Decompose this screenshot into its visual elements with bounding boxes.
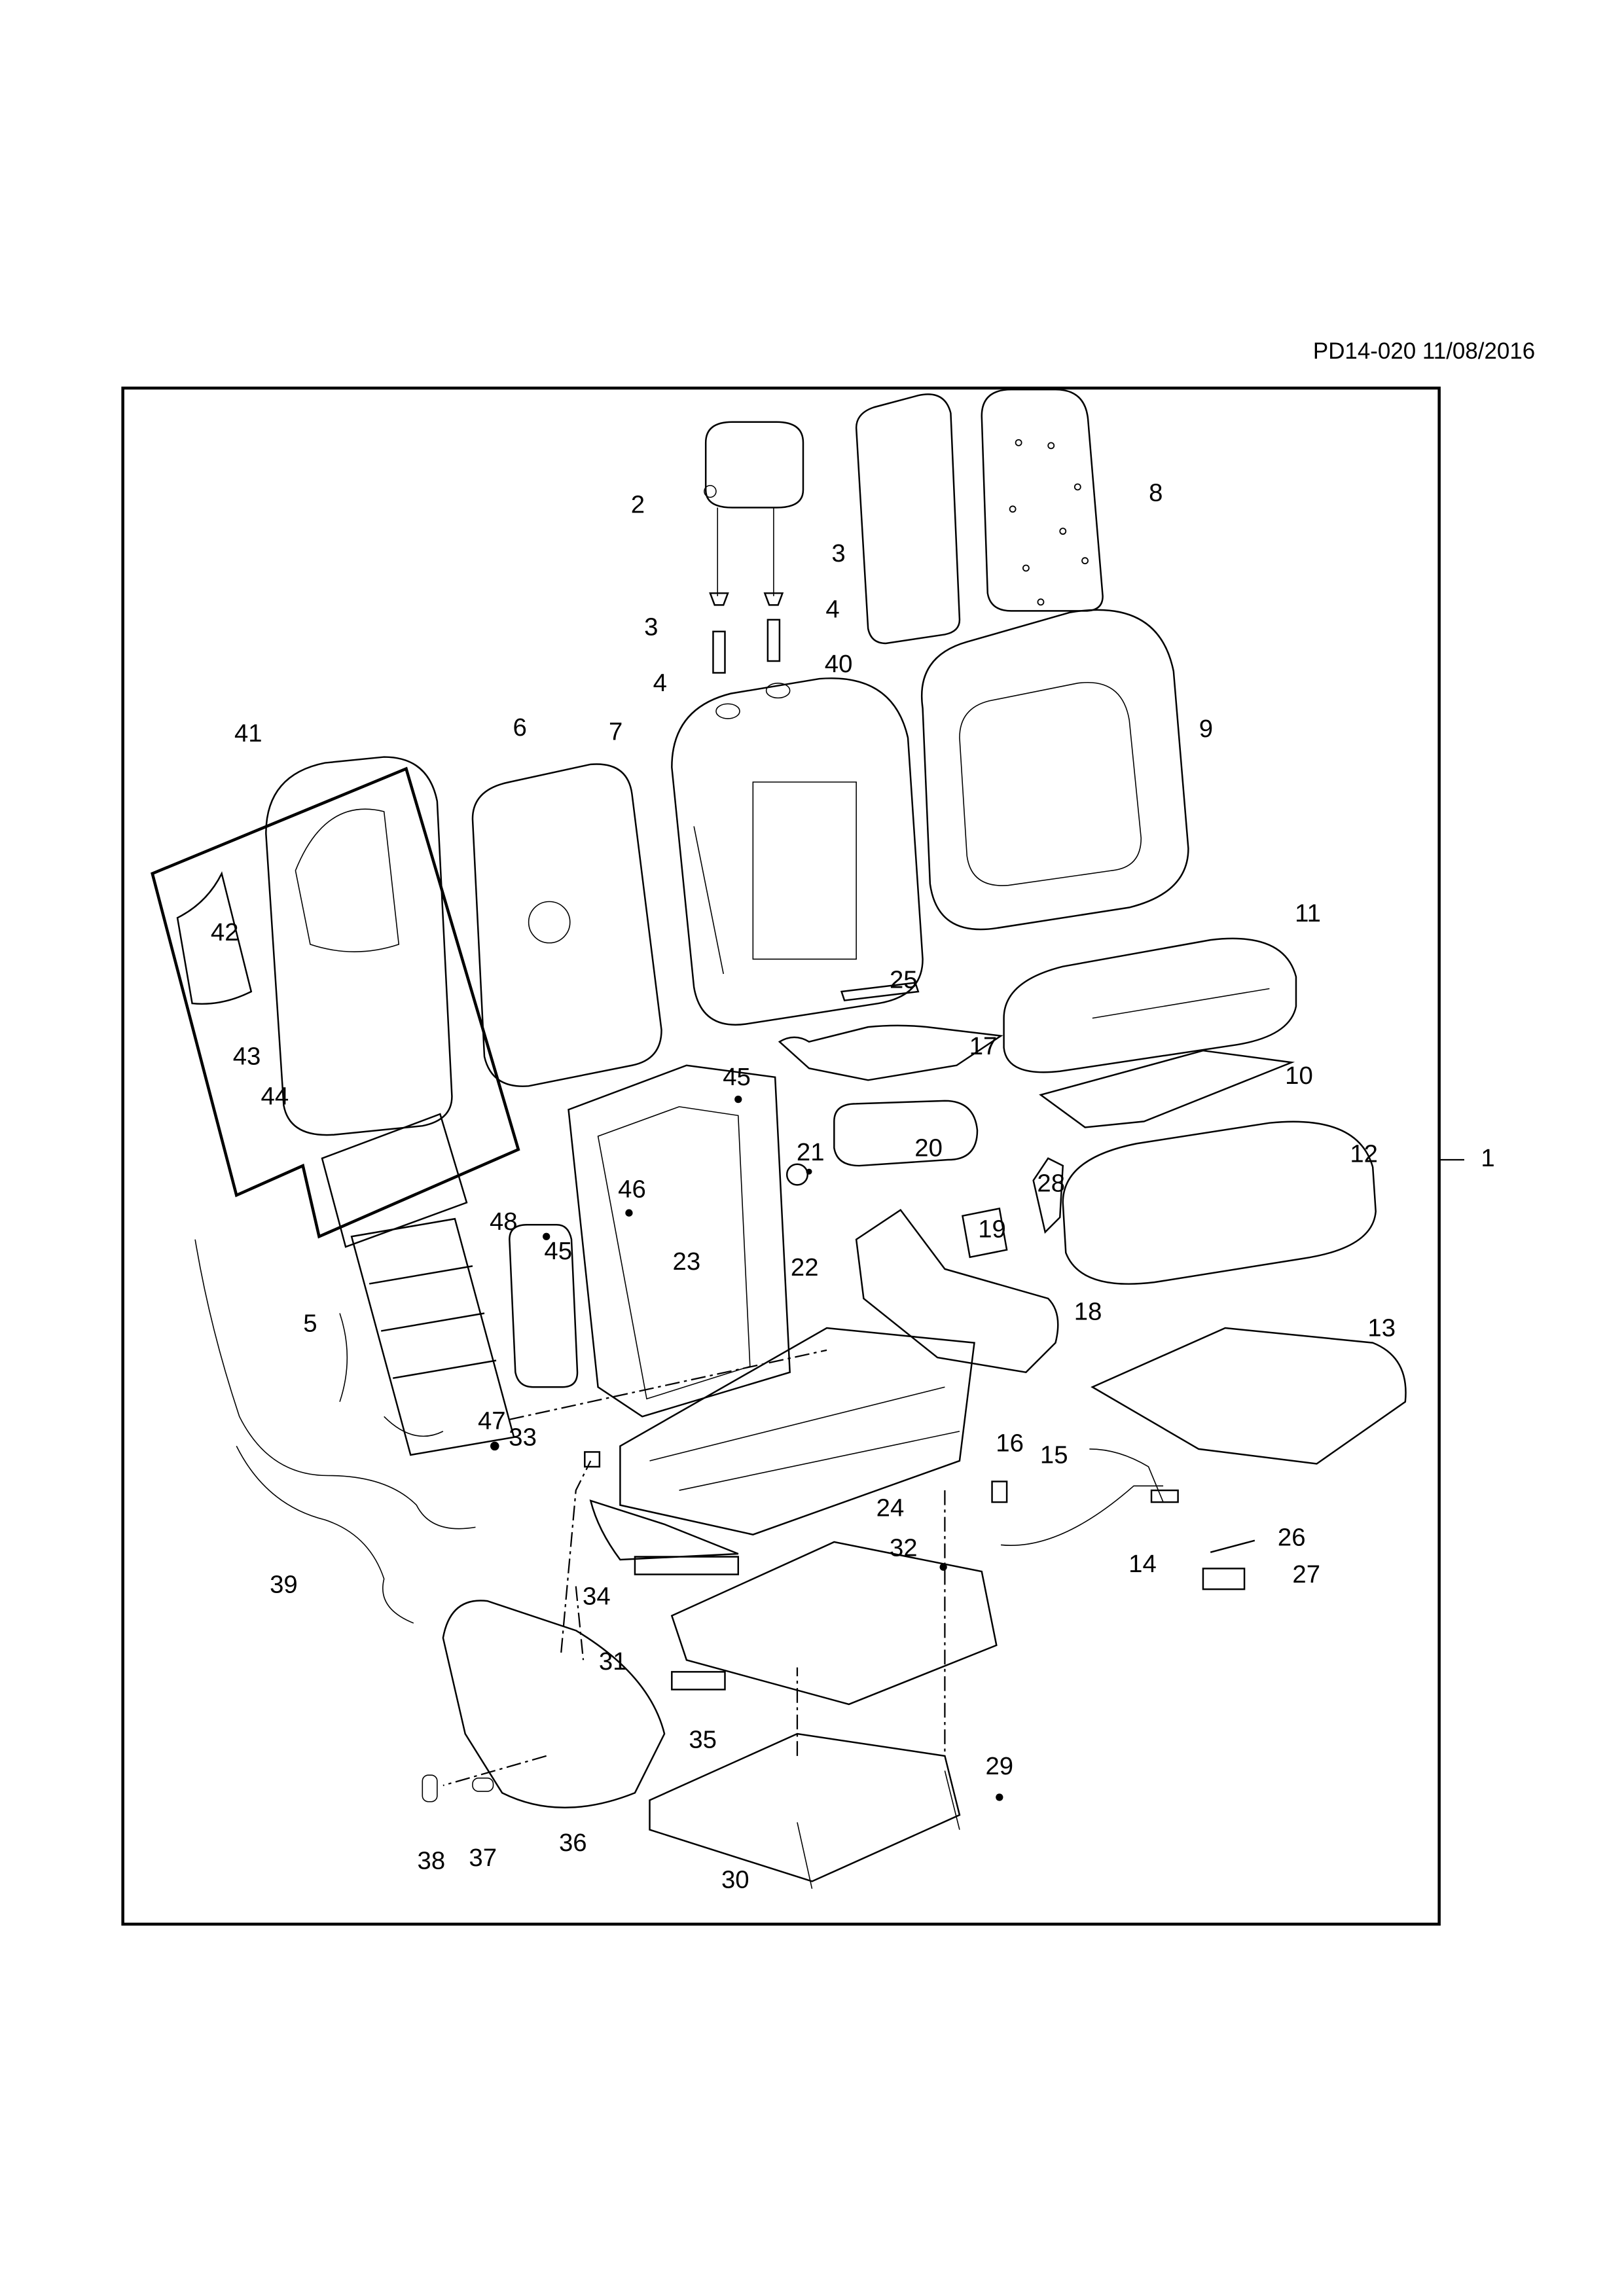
callout-38: 38 [418, 1846, 446, 1874]
callout-11: 11 [1295, 899, 1321, 927]
callout-2: 2 [631, 490, 645, 518]
callout-45: 45 [544, 1237, 572, 1265]
back-pad [981, 388, 1104, 612]
subassembly-box-41 [151, 766, 520, 1239]
callout-18: 18 [1074, 1298, 1102, 1326]
seat-frame [619, 1327, 975, 1535]
callout-21: 21 [797, 1138, 825, 1166]
callout-37: 37 [469, 1844, 497, 1872]
callout-35: 35 [689, 1725, 717, 1753]
callout-46: 46 [618, 1175, 646, 1204]
callout-43: 43 [233, 1043, 261, 1071]
callout-1: 1 [1481, 1144, 1494, 1172]
callout-23: 23 [673, 1247, 701, 1276]
callout-10: 10 [1285, 1062, 1313, 1090]
callout-47: 47 [478, 1407, 506, 1435]
outer-trim [442, 1600, 666, 1808]
callout-34: 34 [583, 1583, 611, 1611]
heater-mat [778, 1024, 1003, 1081]
lumbar-mat [350, 1217, 515, 1456]
callout-22: 22 [791, 1253, 819, 1282]
callout-12: 12 [1350, 1139, 1378, 1168]
callout-31: 31 [599, 1647, 627, 1676]
seat-track [649, 1732, 961, 1882]
callout-24: 24 [876, 1494, 905, 1522]
back-foam [671, 677, 924, 1026]
callout-4: 4 [825, 595, 839, 623]
callout-25: 25 [890, 965, 918, 994]
callout-39: 39 [270, 1571, 298, 1599]
callout-42: 42 [211, 918, 239, 946]
callout-20: 20 [914, 1134, 943, 1162]
callout-13: 13 [1367, 1314, 1396, 1342]
cushion-foam [1062, 1121, 1377, 1285]
callout-48: 48 [490, 1208, 518, 1236]
callout-40: 40 [825, 650, 853, 678]
callout-19: 19 [978, 1215, 1006, 1243]
callout-45: 45 [723, 1063, 751, 1091]
parts-artwork [176, 388, 1407, 1889]
callout-14: 14 [1128, 1550, 1157, 1578]
callout-15: 15 [1040, 1441, 1068, 1469]
callout-27: 27 [1292, 1560, 1320, 1588]
callout-29: 29 [986, 1752, 1014, 1780]
drawing-id: PD14-020 11/08/2016 [1313, 338, 1535, 364]
callout-17: 17 [969, 1032, 998, 1060]
back-frame [568, 1064, 791, 1418]
callout-33: 33 [509, 1423, 537, 1451]
callout-26: 26 [1278, 1524, 1306, 1552]
callout-36: 36 [559, 1829, 587, 1857]
callout-41: 41 [234, 719, 262, 747]
callout-9: 9 [1199, 715, 1213, 743]
callout-44: 44 [261, 1082, 289, 1110]
callout-7: 7 [609, 718, 623, 746]
wiring-harness [194, 1239, 476, 1624]
back-panel [855, 393, 961, 645]
callout-8: 8 [1149, 478, 1163, 507]
callout-16: 16 [996, 1429, 1024, 1457]
callout-3: 3 [831, 539, 845, 567]
callout-32: 32 [890, 1534, 918, 1562]
back-panel-6 [471, 763, 662, 1087]
cushion-cover [1003, 937, 1297, 1073]
callout-3: 3 [644, 613, 658, 641]
callout-30: 30 [721, 1866, 749, 1894]
callout-4: 4 [653, 669, 667, 697]
callout-5: 5 [303, 1310, 317, 1338]
cushion-pan [1091, 1327, 1407, 1465]
diagram-frame [121, 386, 1441, 1926]
callout-28: 28 [1037, 1169, 1065, 1197]
riser [670, 1541, 998, 1706]
back-cover [921, 609, 1189, 931]
headrest [704, 421, 804, 509]
callout-6: 6 [513, 713, 526, 742]
side-shield [855, 1209, 1059, 1374]
